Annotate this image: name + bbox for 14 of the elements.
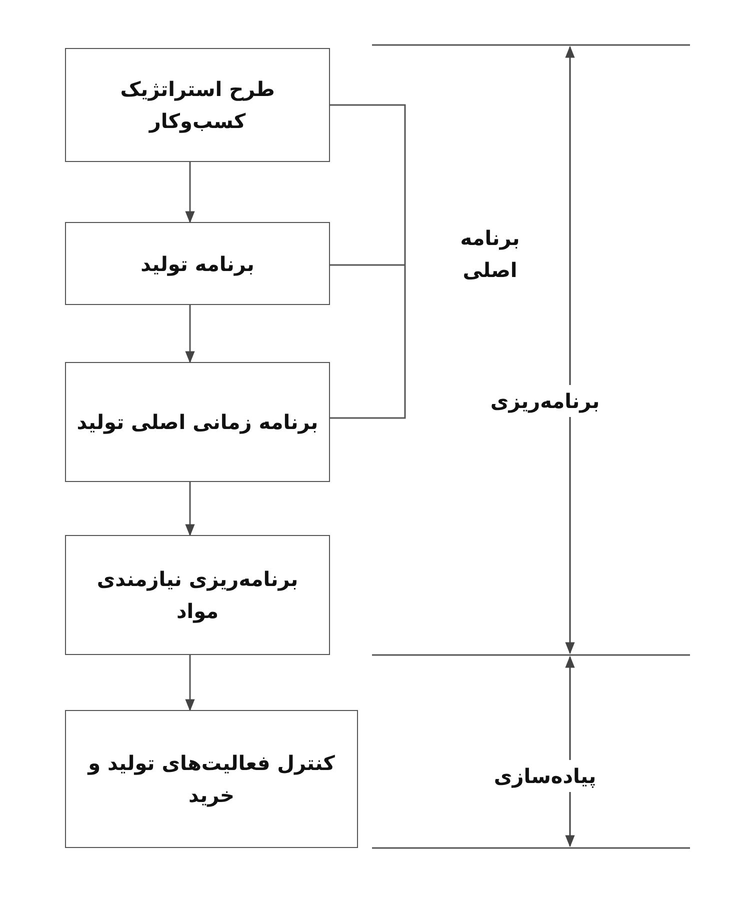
process-box — [65, 710, 358, 848]
arrow — [185, 655, 195, 712]
arrow — [185, 305, 195, 364]
box-label: برنامه‌ریزی نیازمندی مواد — [96, 566, 300, 625]
process-box — [65, 48, 330, 162]
process-box — [65, 535, 330, 655]
box-label: کنترل فعالیت‌های تولید و خرید — [86, 750, 336, 809]
arrow — [185, 482, 195, 536]
box-label: برنامه تولید — [140, 250, 256, 278]
box-label: برنامه زمانی اصلی تولید — [76, 409, 320, 436]
arrow — [185, 162, 195, 224]
process-box — [65, 362, 330, 482]
box-label: طرح استراتژیک کسب‌وکار — [119, 76, 276, 135]
process-box — [65, 222, 330, 305]
